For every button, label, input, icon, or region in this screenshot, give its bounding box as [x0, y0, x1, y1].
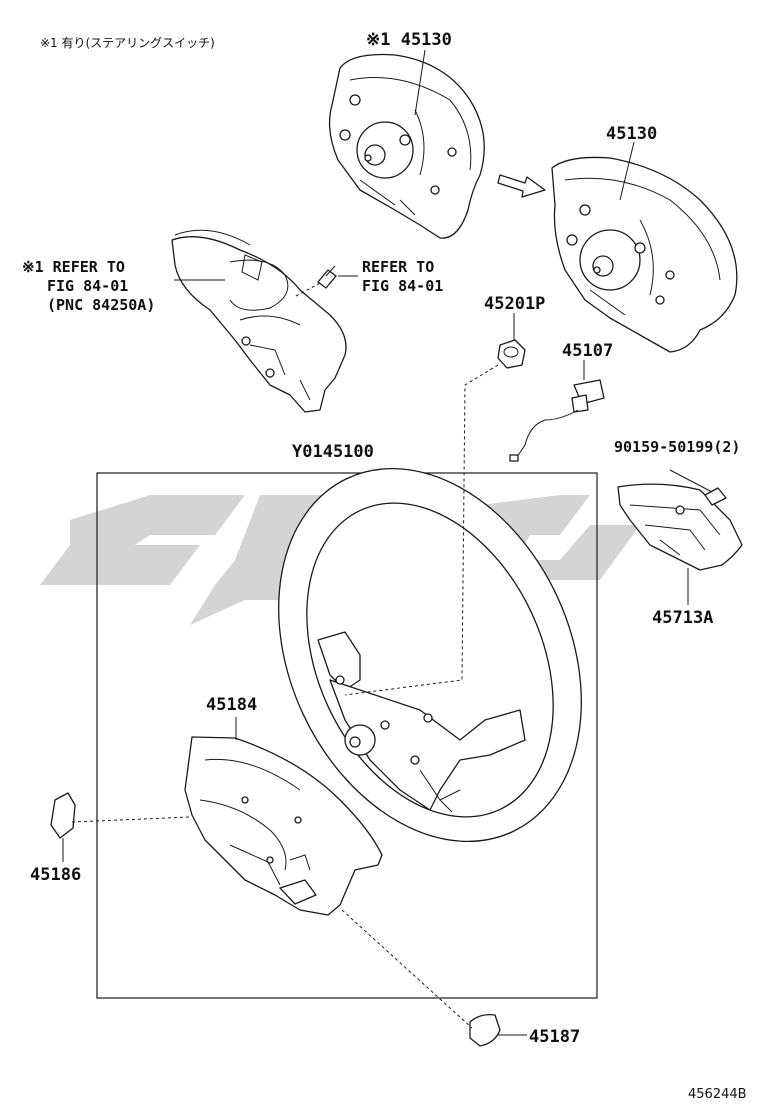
- bushing-45201P: [497, 339, 526, 369]
- part-number-45184: 45184: [206, 695, 257, 715]
- cap-45186: [50, 792, 76, 839]
- screw-part: [317, 265, 337, 289]
- part-number-45187: 45187: [529, 1027, 580, 1047]
- steering-switch-assembly: [171, 229, 347, 413]
- arrow-icon: [497, 174, 546, 198]
- note-caption: ※1 有り(ステアリングスイッチ): [40, 36, 215, 50]
- leader-lines: [62, 49, 713, 1036]
- airbag-45130-top: [328, 53, 485, 239]
- lower-cover-45184: [184, 736, 383, 916]
- cap-45187: [469, 1014, 501, 1047]
- steering-wheel-assembly-box: [96, 472, 598, 999]
- part-number-90159: 90159-50199(2): [614, 438, 740, 456]
- refer-label-mid-1: REFER TO: [362, 258, 434, 276]
- steering-wheel: [278, 467, 582, 843]
- part-number-45713A: 45713A: [652, 608, 713, 628]
- cover-45713A: [617, 483, 743, 571]
- refer-label-left-3: (PNC 84250A): [47, 296, 155, 314]
- refer-label-mid-2: FIG 84-01: [362, 277, 443, 295]
- figure-code: 456244B: [688, 1087, 747, 1102]
- part-number-45107: 45107: [562, 341, 613, 361]
- part-number-45201P: 45201P: [484, 294, 545, 314]
- refer-label-left-1: ※1 REFER TO: [22, 258, 125, 276]
- part-number-45130-top: ※1 45130: [366, 30, 452, 50]
- part-number-45130-right: 45130: [606, 124, 657, 144]
- refer-label-left-2: FIG 84-01: [47, 277, 128, 295]
- part-number-45186: 45186: [30, 865, 81, 885]
- wire-harness-45107: [509, 379, 605, 462]
- airbag-45130-right: [551, 156, 738, 353]
- part-number-Y0145100: Y0145100: [292, 442, 374, 462]
